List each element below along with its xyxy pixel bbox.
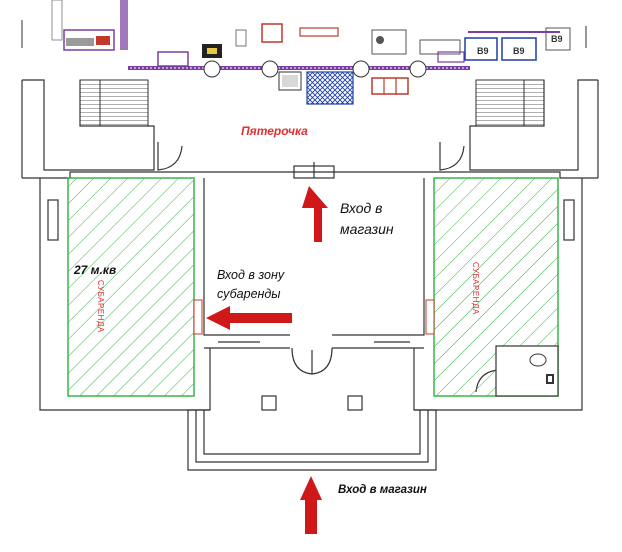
- arrow-entrance-store-main: [302, 186, 328, 242]
- arrow-entrance-store-bottom: [300, 476, 322, 534]
- store-name-label: Пятерочка: [241, 124, 308, 138]
- entrance-store-main-label: Вход в магазин: [340, 200, 394, 237]
- entrance-store-bottom-label: Вход в магазин: [338, 484, 427, 496]
- arrow-entrance-sublease: [206, 306, 292, 330]
- sublease-right-label: СУБАРЕНДА: [471, 262, 480, 315]
- sublease-zone-left: [67, 177, 203, 397]
- store-fixtures: [21, 0, 587, 105]
- sublease-zone-right: [425, 177, 559, 397]
- sublease-left-label: СУБАРЕНДА: [96, 280, 105, 333]
- staircase-left: [79, 79, 149, 127]
- cell-b9-a-label: В9: [477, 46, 489, 56]
- sublease-area-label: 27 м.кв: [74, 263, 117, 277]
- cell-b9-b-label: В9: [513, 46, 525, 56]
- entrance-sublease-label: Вход в зону субаренды: [217, 268, 285, 301]
- building-walls: [21, 79, 599, 471]
- staircase-right: [475, 79, 545, 127]
- cell-b9-c-label: В9: [551, 34, 563, 44]
